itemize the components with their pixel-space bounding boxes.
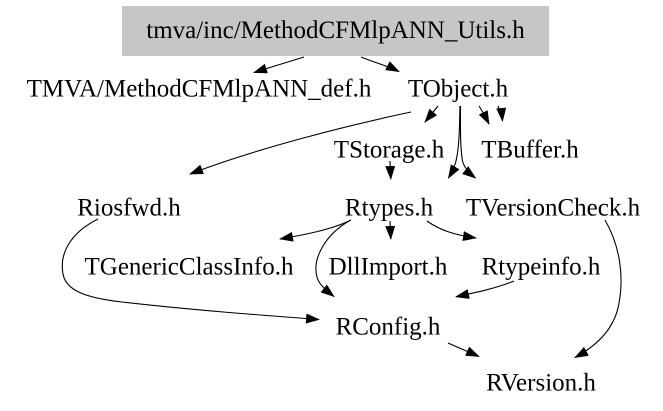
node-rconfig[interactable]: RConfig.h bbox=[335, 313, 441, 341]
edge-tobject-tstorage bbox=[424, 105, 439, 123]
edge-tobject-tbuffer bbox=[478, 105, 490, 125]
node-dllimport[interactable]: DllImport.h bbox=[328, 253, 448, 281]
node-riosfwd[interactable]: Riosfwd.h bbox=[77, 194, 181, 222]
node-tversioncheck[interactable]: TVersionCheck.h bbox=[465, 194, 641, 222]
node-rtypes[interactable]: Rtypes.h bbox=[344, 194, 434, 222]
edge-tstorage-rtypes bbox=[385, 160, 396, 180]
node-tstorage[interactable]: TStorage.h bbox=[333, 136, 445, 164]
edge-utils-tobject bbox=[360, 56, 400, 72]
edge-rtypeinfo-rconfig bbox=[455, 280, 515, 299]
node-rtypeinfo[interactable]: Rtypeinfo.h bbox=[481, 253, 601, 281]
node-utils: tmva/inc/MethodCFMlpANN_Utils.h bbox=[122, 6, 549, 56]
edge-tobject-riosfwd bbox=[189, 111, 412, 175]
edge-tobject-tversioncheck bbox=[459, 105, 477, 179]
node-rversion[interactable]: RVersion.h bbox=[486, 369, 596, 397]
edge-rtypes-rconfig bbox=[315, 220, 350, 298]
edge-tobject-tbuffer-arrowhead-2 bbox=[496, 105, 507, 122]
node-tgenericclassinfo[interactable]: TGenericClassInfo.h bbox=[84, 253, 294, 281]
edge-tversioncheck-rversion bbox=[574, 219, 622, 358]
node-methodcfmlpann-def[interactable]: TMVA/MethodCFMlpANN_def.h bbox=[26, 75, 372, 103]
edge-utils-def bbox=[253, 56, 305, 74]
edge-rconfig-rversion bbox=[447, 342, 480, 358]
edge-rtypes-rtypeinfo bbox=[426, 220, 477, 242]
node-tobject[interactable]: TObject.h bbox=[407, 75, 509, 103]
edge-rtypes-tgenericclassinfo bbox=[279, 219, 352, 242]
edge-riosfwd-rconfig bbox=[61, 218, 320, 324]
edge-rtypes-dllimport bbox=[385, 220, 396, 240]
node-tbuffer[interactable]: TBuffer.h bbox=[481, 136, 579, 164]
edge-tobject-rtypes bbox=[447, 105, 461, 179]
